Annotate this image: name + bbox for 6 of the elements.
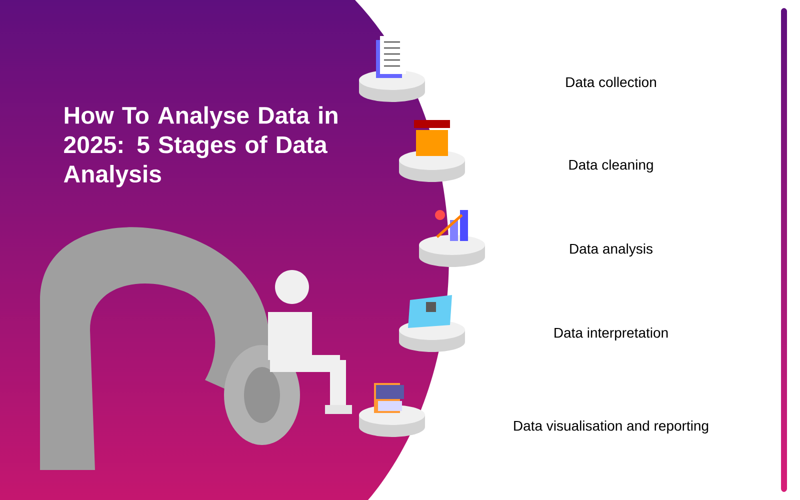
stage-label: Data analysis: [570, 243, 652, 257]
stage-label: Data interpretation: [554, 327, 668, 341]
stage-label: Data visualisation and reporting: [514, 420, 708, 434]
stage-label: Data collection: [566, 76, 656, 88]
title: How To Analyse Data in 2025: 5 Stages of Data Analysis: [64, 106, 338, 188]
stage-label: Data cleaning: [569, 159, 653, 173]
